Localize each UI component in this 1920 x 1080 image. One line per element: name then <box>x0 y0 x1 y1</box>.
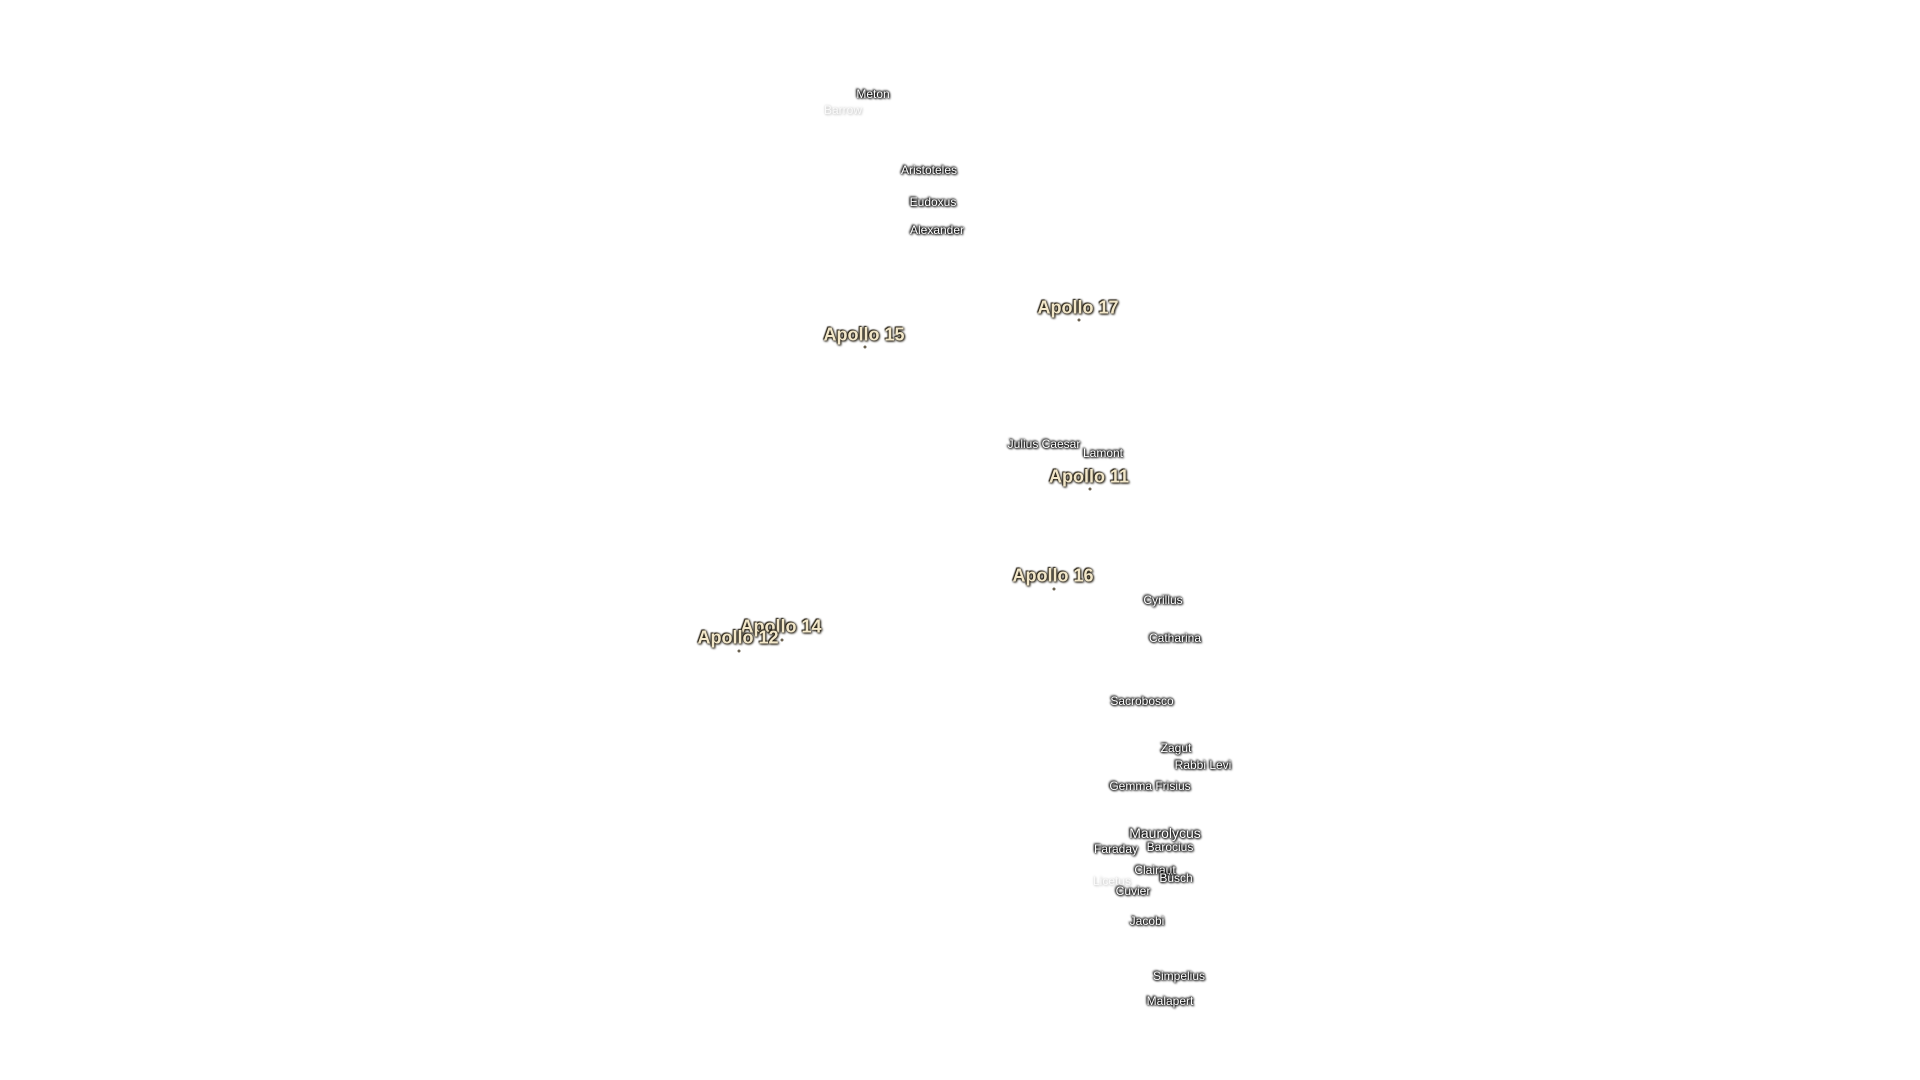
crater-label-jacobi[interactable]: Jacobi <box>1129 914 1165 928</box>
crater-label-buch[interactable]: Büsch <box>1159 871 1193 885</box>
landing-site-label-apollo-11[interactable]: Apollo 11 <box>1048 466 1130 487</box>
crater-label-julius-caesar[interactable]: Julius Caesar <box>1007 437 1081 451</box>
crater-label-clairaut[interactable]: Clairaut <box>1134 863 1176 877</box>
landing-site-marker-apollo-17[interactable] <box>1077 318 1081 322</box>
landing-site-marker-apollo-15[interactable] <box>863 345 867 349</box>
crater-label-gemma-frisius[interactable]: Gemma Frisius <box>1109 779 1191 793</box>
crater-label-barocius[interactable]: Barocius <box>1146 840 1194 854</box>
crater-label-simpelius[interactable]: Simpelius <box>1152 969 1206 983</box>
crater-label-cuvier[interactable]: Cuvier <box>1115 884 1151 898</box>
crater-label-catharina[interactable]: Catharina <box>1148 631 1202 645</box>
landing-site-marker-apollo-11[interactable] <box>1088 487 1092 491</box>
crater-label-aristoteles[interactable]: Aristoteles <box>900 163 958 177</box>
crater-label-rabbi-levi[interactable]: Rabbi Levi <box>1174 758 1232 772</box>
crater-label-sacrobosco[interactable]: Sacrobosco <box>1110 694 1174 708</box>
landing-site-label-apollo-15[interactable]: Apollo 15 <box>823 324 905 345</box>
landing-site-marker-apollo-14[interactable] <box>780 638 784 642</box>
landing-site-label-apollo-17[interactable]: Apollo 17 <box>1037 297 1119 318</box>
crater-label-alexander[interactable]: Alexander <box>909 223 965 237</box>
crater-label-barrow[interactable]: Barrow <box>823 103 863 117</box>
crater-label-malapert[interactable]: Malapert <box>1146 994 1194 1008</box>
crater-label-maurolycus[interactable]: Maurolycus <box>1129 825 1201 841</box>
crater-label-faraday[interactable]: Faraday <box>1093 842 1139 856</box>
landing-site-label-apollo-12[interactable]: Apollo 12 <box>697 627 779 648</box>
landing-site-marker-apollo-12[interactable] <box>737 649 741 653</box>
crater-label-zagut[interactable]: Zagut <box>1160 741 1192 755</box>
landing-site-marker-apollo-16[interactable] <box>1052 587 1056 591</box>
landing-site-label-apollo-14[interactable]: Apollo 14 <box>740 616 822 637</box>
crater-label-lamont[interactable]: Lamont <box>1082 446 1124 460</box>
landing-site-label-apollo-16[interactable]: Apollo 16 <box>1012 565 1094 586</box>
crater-label-licetus[interactable]: Licetus <box>1092 874 1132 888</box>
crater-label-eudoxus[interactable]: Eudoxus <box>909 195 957 209</box>
crater-label-meton[interactable]: Meton <box>856 87 890 101</box>
crater-label-cyrillus[interactable]: Cyrillus <box>1143 593 1183 607</box>
